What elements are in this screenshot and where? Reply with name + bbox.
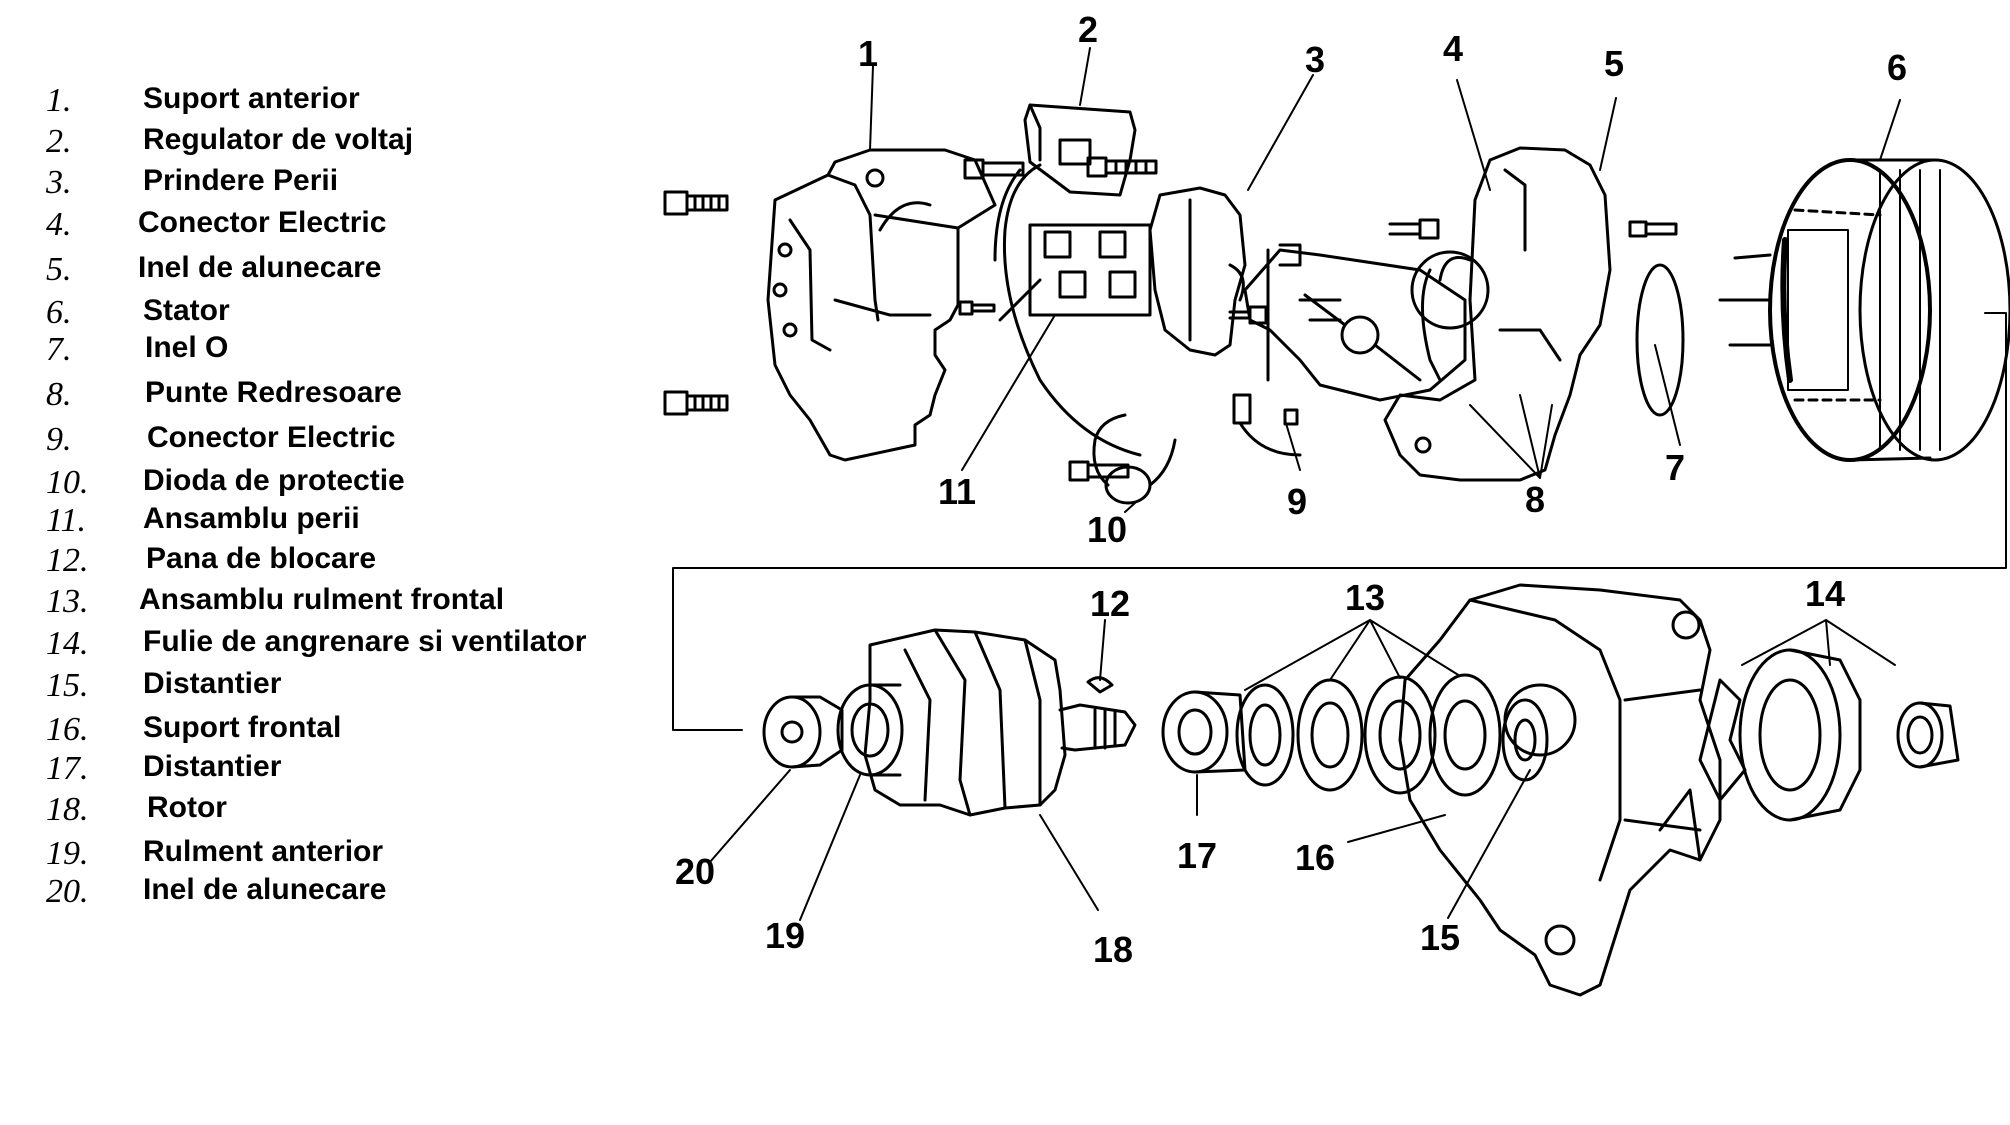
alternator-exploded-view: 1 2 3 4 5 6 7 8 9 10 11 12 13 14 15 16 1… xyxy=(640,0,2010,1125)
callout-18: 18 xyxy=(1093,929,1133,970)
front-support-part xyxy=(1398,583,1722,997)
leader-lines xyxy=(709,47,1901,921)
legend-number: 15. xyxy=(46,667,89,704)
legend-label: Rulment anterior xyxy=(143,835,384,868)
legend-label: Inel de alunecare xyxy=(143,873,387,906)
legend-number: 13. xyxy=(46,583,89,620)
spacer-part xyxy=(1161,690,1247,774)
callout-5: 5 xyxy=(1604,43,1624,84)
legend-number: 4. xyxy=(46,206,72,243)
rectifier-bridge-part xyxy=(1243,243,1467,402)
bolt-icon xyxy=(663,390,729,416)
bolt-icon xyxy=(663,190,729,216)
legend-label: Regulator de voltaj xyxy=(143,123,414,156)
legend-label: Dioda de protectie xyxy=(143,464,405,497)
callout-15: 15 xyxy=(1420,917,1460,958)
screw-icon xyxy=(958,300,996,316)
bolt-icon xyxy=(963,158,1025,180)
legend-number: 16. xyxy=(46,711,89,748)
callout-19: 19 xyxy=(765,915,805,956)
assembly-guide-line xyxy=(672,312,2007,731)
legend-label: Punte Redresoare xyxy=(145,376,402,409)
callout-2: 2 xyxy=(1078,9,1098,50)
callout-12: 12 xyxy=(1090,583,1130,624)
stator-part xyxy=(1718,158,2010,462)
legend-label: Ansamblu rulment frontal xyxy=(139,583,505,616)
slip-ring-rotor-part xyxy=(762,695,844,769)
legend-label: Distantier xyxy=(143,667,282,700)
legend-label: Inel de alunecare xyxy=(138,251,382,284)
protection-diode-part xyxy=(1092,413,1177,505)
callout-labels: 1 2 3 4 5 6 7 8 9 10 11 12 13 14 15 16 1… xyxy=(675,9,1907,970)
rotor-part xyxy=(863,628,1137,817)
stator-winding-shade xyxy=(1780,237,1793,383)
legend-label: Fulie de angrenare si ventilator xyxy=(143,625,587,658)
parts-legend: 1.Suport anterior 2.Regulator de voltaj … xyxy=(0,0,640,1125)
legend-label: Suport anterior xyxy=(143,82,360,115)
electric-connector-part xyxy=(1232,393,1302,457)
callout-6: 6 xyxy=(1887,47,1907,88)
locking-key-part xyxy=(1086,676,1114,694)
legend-label: Pana de blocare xyxy=(146,542,377,575)
exploded-diagram-svg: 1 2 3 4 5 6 7 8 9 10 11 12 13 14 15 16 1… xyxy=(663,9,2010,997)
legend-number: 19. xyxy=(46,835,89,872)
legend-number: 3. xyxy=(46,164,72,201)
legend-label: Rotor xyxy=(147,791,227,824)
rear-support-part xyxy=(766,148,997,462)
slip-ring-part xyxy=(1383,146,1612,482)
legend-number: 14. xyxy=(46,625,89,662)
callout-14: 14 xyxy=(1805,573,1845,614)
legend-number: 8. xyxy=(46,376,72,413)
callout-4: 4 xyxy=(1443,28,1463,69)
pulley-fan-part xyxy=(1698,648,1960,822)
legend-number: 5. xyxy=(46,251,72,288)
legend-number: 20. xyxy=(46,873,89,910)
brush-holder-part xyxy=(1148,186,1247,357)
legend-label: Prindere Perii xyxy=(143,164,339,197)
callout-20: 20 xyxy=(675,851,715,892)
legend-number: 18. xyxy=(46,791,89,828)
legend-number: 10. xyxy=(46,464,89,501)
callout-8: 8 xyxy=(1525,479,1545,520)
legend-label: Conector Electric xyxy=(147,421,396,454)
callout-3: 3 xyxy=(1305,39,1325,80)
callout-9: 9 xyxy=(1287,481,1307,522)
legend-label: Conector Electric xyxy=(138,206,387,239)
legend-number: 7. xyxy=(46,331,72,368)
bolt-icon xyxy=(1068,460,1130,482)
legend-label: Distantier xyxy=(143,750,282,783)
callout-1: 1 xyxy=(858,33,878,74)
legend-label: Stator xyxy=(143,294,230,327)
callout-7: 7 xyxy=(1665,447,1685,488)
front-bearing-assembly-part xyxy=(1235,673,1502,797)
bolt-icon xyxy=(1388,218,1440,240)
bolt-icon xyxy=(1628,220,1678,238)
brush-assembly-part xyxy=(998,223,1152,322)
legend-number: 9. xyxy=(46,421,72,458)
callout-16: 16 xyxy=(1295,837,1335,878)
legend-number: 17. xyxy=(46,750,89,787)
voltage-regulator-part xyxy=(993,103,1142,457)
legend-label: Suport frontal xyxy=(143,711,342,744)
callout-10: 10 xyxy=(1087,509,1127,550)
legend-number: 6. xyxy=(46,294,72,331)
callout-11: 11 xyxy=(938,471,976,512)
o-ring-part xyxy=(1635,263,1685,417)
bolt-icon xyxy=(1086,156,1158,178)
callout-13: 13 xyxy=(1345,577,1385,618)
legend-number: 12. xyxy=(46,542,89,579)
legend-label: Inel O xyxy=(145,331,229,364)
legend-number: 1. xyxy=(46,82,72,119)
callout-17: 17 xyxy=(1177,835,1217,876)
legend-number: 2. xyxy=(46,123,72,160)
legend-number: 11. xyxy=(46,502,86,539)
legend-label: Ansamblu perii xyxy=(143,502,360,535)
